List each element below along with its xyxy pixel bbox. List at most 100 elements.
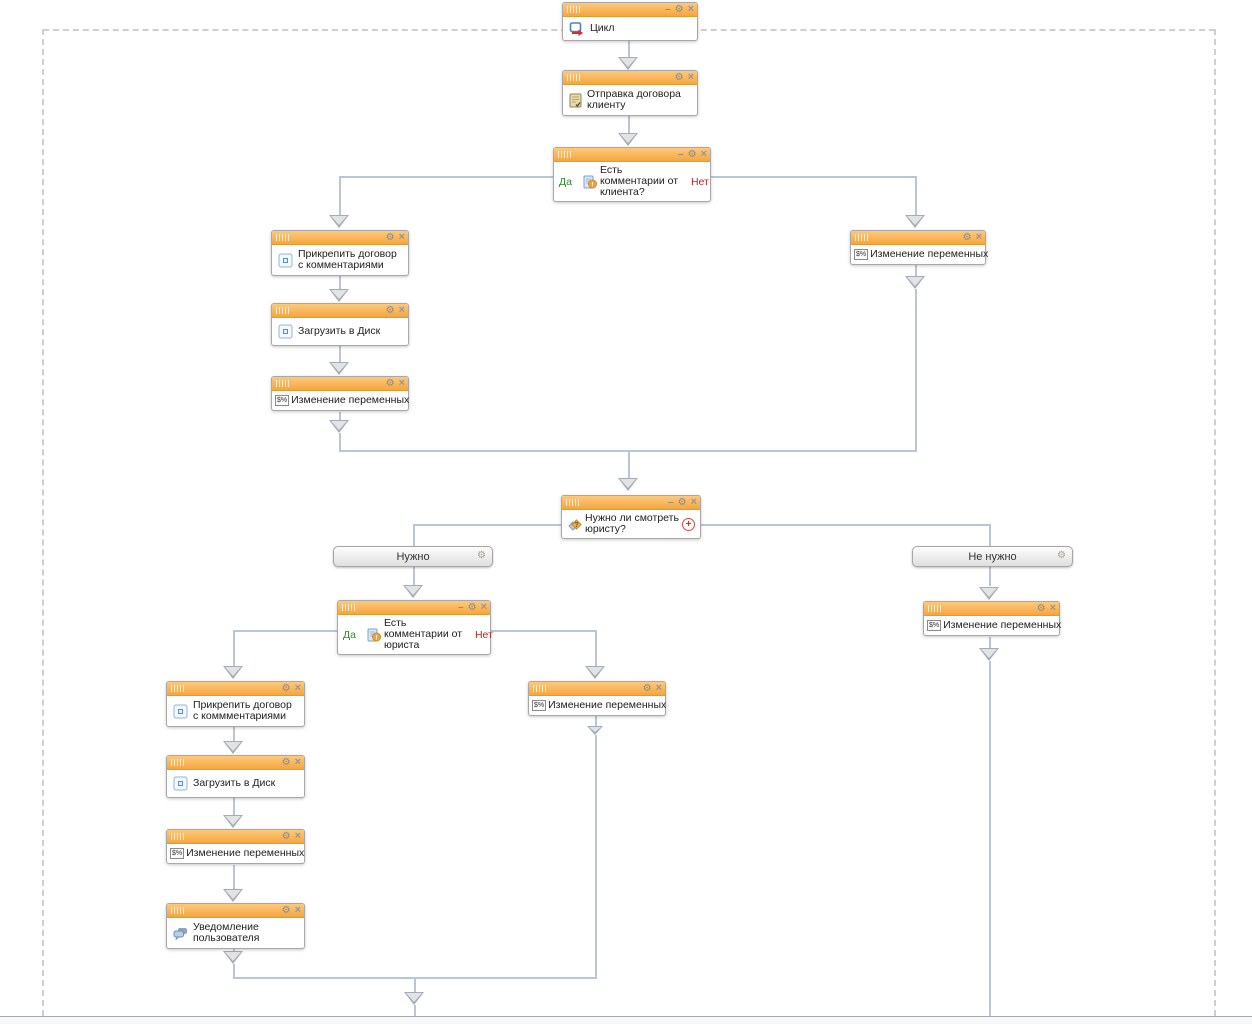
- connector-line: [989, 661, 991, 1016]
- settings-gear-icon[interactable]: ⚙: [385, 232, 395, 243]
- close-icon[interactable]: ×: [700, 148, 707, 160]
- minimize-icon[interactable]: –: [665, 4, 671, 15]
- node-set-variables-client[interactable]: ⚙ × $% Изменение переменных: [271, 376, 409, 411]
- node-titlebar[interactable]: ⚙ ×: [272, 231, 408, 245]
- drag-handle-icon[interactable]: [276, 234, 289, 241]
- node-cycle[interactable]: – ⚙ × Цикл: [562, 2, 698, 41]
- close-icon[interactable]: ×: [655, 682, 662, 694]
- add-branch-icon[interactable]: +: [682, 517, 695, 531]
- node-attach-contract-lawyer[interactable]: ⚙ × Прикрепить договор с коммментариями: [166, 681, 305, 727]
- node-titlebar[interactable]: ⚙ ×: [167, 682, 304, 696]
- node-notify-user[interactable]: ⚙ × Уведомление пользователя: [166, 903, 305, 949]
- drag-handle-icon[interactable]: [928, 605, 941, 612]
- close-icon[interactable]: ×: [398, 304, 405, 316]
- condition-document-icon: !: [583, 175, 597, 189]
- node-titlebar[interactable]: ⚙ ×: [167, 904, 304, 918]
- branch-button-need[interactable]: Нужно ⚙: [333, 546, 493, 567]
- node-set-variables-lawyer[interactable]: ⚙ × $% Изменение переменных: [166, 829, 305, 864]
- settings-gear-icon[interactable]: ⚙: [962, 232, 972, 243]
- node-titlebar[interactable]: ⚙ ×: [167, 830, 304, 844]
- settings-gear-icon[interactable]: ⚙: [281, 757, 291, 768]
- settings-gear-icon[interactable]: ⚙: [687, 149, 697, 160]
- settings-gear-icon[interactable]: ⚙: [281, 831, 291, 842]
- node-titlebar[interactable]: – ⚙ ×: [563, 3, 697, 17]
- drag-handle-icon[interactable]: [171, 685, 184, 692]
- settings-gear-icon[interactable]: ⚙: [281, 905, 291, 916]
- close-icon[interactable]: ×: [294, 904, 301, 916]
- drag-handle-icon[interactable]: [855, 234, 868, 241]
- branch-yes-label[interactable]: Да: [343, 628, 356, 641]
- minimize-icon[interactable]: –: [668, 497, 674, 508]
- close-icon[interactable]: ×: [294, 830, 301, 842]
- drag-handle-icon[interactable]: [533, 685, 546, 692]
- drag-handle-icon[interactable]: [342, 604, 355, 611]
- node-titlebar[interactable]: ⚙ ×: [167, 756, 304, 770]
- branch-button-no-need[interactable]: Не нужно ⚙: [912, 546, 1073, 567]
- close-icon[interactable]: ×: [1049, 602, 1056, 614]
- drag-handle-icon[interactable]: [171, 833, 184, 840]
- drag-handle-icon[interactable]: [171, 759, 184, 766]
- node-title: Прикрепить договор с комментариями: [298, 248, 397, 271]
- gear-icon[interactable]: ⚙: [477, 550, 486, 561]
- settings-gear-icon[interactable]: ⚙: [281, 683, 291, 694]
- settings-gear-icon[interactable]: ⚙: [674, 4, 684, 15]
- question-diamond-icon: ?: [567, 517, 583, 532]
- minimize-icon[interactable]: –: [458, 602, 464, 613]
- drag-handle-icon[interactable]: [567, 6, 580, 13]
- drag-handle-icon[interactable]: [558, 151, 571, 158]
- settings-gear-icon[interactable]: ⚙: [1036, 603, 1046, 614]
- close-icon[interactable]: ×: [398, 231, 405, 243]
- node-set-variables-no-comments[interactable]: ⚙ × $% Изменение переменных: [850, 230, 988, 265]
- close-icon[interactable]: ×: [480, 601, 487, 613]
- notification-bubbles-icon: [173, 927, 188, 940]
- node-titlebar[interactable]: ⚙ ×: [529, 682, 665, 696]
- settings-gear-icon[interactable]: ⚙: [677, 497, 687, 508]
- branch-label: Не нужно: [968, 550, 1017, 563]
- node-titlebar[interactable]: ⚙ ×: [563, 71, 697, 85]
- arrow-down-icon: [329, 215, 349, 228]
- close-icon[interactable]: ×: [690, 496, 697, 508]
- settings-gear-icon[interactable]: ⚙: [385, 378, 395, 389]
- node-titlebar[interactable]: – ⚙ ×: [338, 601, 490, 615]
- drag-handle-icon[interactable]: [276, 380, 289, 387]
- gear-icon[interactable]: ⚙: [1057, 550, 1066, 561]
- node-condition-client-comments[interactable]: – ⚙ × Да ! Есть комментарии от клиента? …: [553, 147, 711, 202]
- close-icon[interactable]: ×: [687, 3, 694, 15]
- node-attach-contract-client[interactable]: ⚙ × Прикрепить договор с комментариями: [271, 230, 409, 276]
- drag-handle-icon[interactable]: [171, 907, 184, 914]
- node-condition-need-lawyer[interactable]: – ⚙ × ? Нужно ли смотреть юристу? +: [561, 495, 701, 539]
- settings-gear-icon[interactable]: ⚙: [674, 72, 684, 83]
- connector-line: [233, 791, 235, 815]
- node-titlebar[interactable]: ⚙ ×: [272, 304, 408, 318]
- node-set-variables-mid[interactable]: ⚙ × $% Изменение переменных: [528, 681, 666, 716]
- node-titlebar[interactable]: ⚙ ×: [924, 602, 1059, 616]
- settings-gear-icon[interactable]: ⚙: [467, 602, 477, 613]
- drag-handle-icon[interactable]: [566, 499, 579, 506]
- close-icon[interactable]: ×: [975, 231, 982, 243]
- node-condition-lawyer-comments[interactable]: – ⚙ × Да ! Есть комментарии от юриста Не…: [337, 600, 493, 655]
- minimize-icon[interactable]: –: [678, 149, 684, 160]
- drag-handle-icon[interactable]: [276, 307, 289, 314]
- branch-yes-label[interactable]: Да: [559, 175, 572, 188]
- node-send-contract[interactable]: ⚙ × Отправка договора клиенту: [562, 70, 698, 116]
- close-icon[interactable]: ×: [294, 682, 301, 694]
- node-titlebar[interactable]: – ⚙ ×: [562, 496, 700, 510]
- branch-no-label[interactable]: Нет: [474, 628, 493, 641]
- node-titlebar[interactable]: ⚙ ×: [851, 231, 985, 245]
- node-titlebar[interactable]: ⚙ ×: [272, 377, 408, 391]
- settings-gear-icon[interactable]: ⚙: [642, 683, 652, 694]
- node-title: Прикрепить договор с коммментариями: [193, 699, 292, 722]
- node-upload-disk-client[interactable]: ⚙ × Загрузить в Диск: [271, 303, 409, 346]
- close-icon[interactable]: ×: [687, 71, 694, 83]
- close-icon[interactable]: ×: [294, 756, 301, 768]
- branch-no-label[interactable]: Нет: [690, 175, 709, 188]
- variables-icon: $%: [927, 620, 942, 631]
- drag-handle-icon[interactable]: [567, 74, 580, 81]
- close-icon[interactable]: ×: [398, 377, 405, 389]
- node-titlebar[interactable]: – ⚙ ×: [554, 148, 710, 162]
- settings-gear-icon[interactable]: ⚙: [385, 305, 395, 316]
- node-upload-disk-lawyer[interactable]: ⚙ × Загрузить в Диск: [166, 755, 305, 798]
- node-set-variables-no-need[interactable]: ⚙ × $% Изменение переменных: [923, 601, 1061, 636]
- arrow-down-icon: [223, 666, 243, 679]
- branch-label: Нужно: [396, 550, 430, 563]
